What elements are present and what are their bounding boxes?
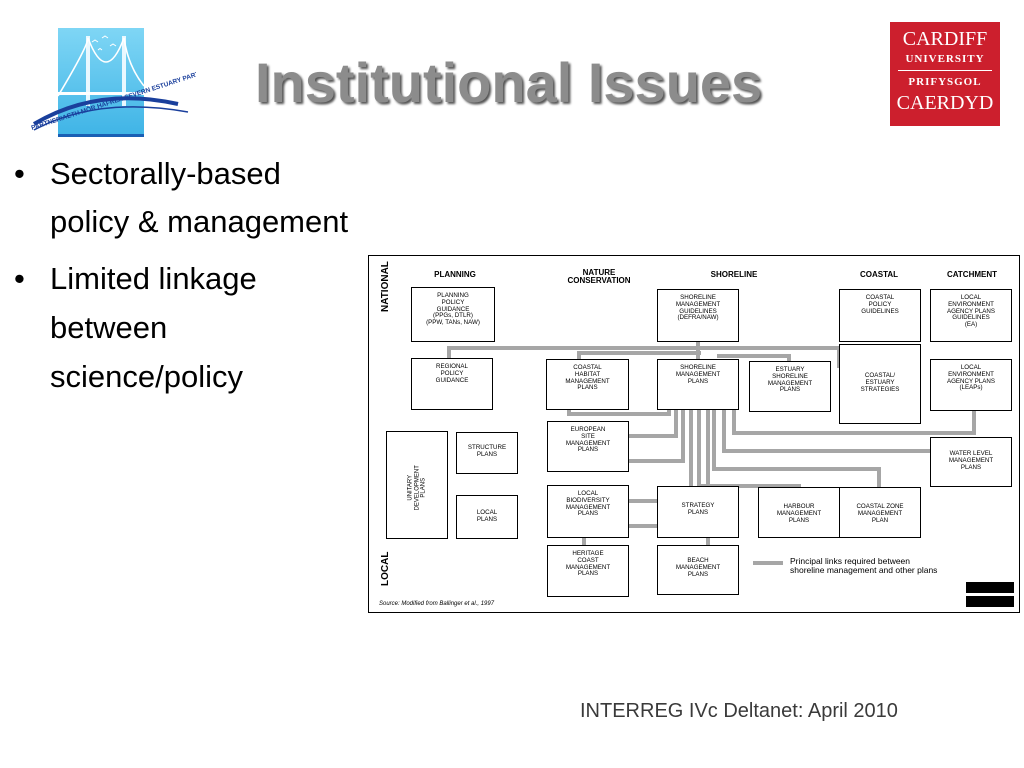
bullet-2-line-1: Limited linkage bbox=[50, 261, 257, 296]
logo-right-divider bbox=[898, 70, 992, 71]
box-regional-policy-guidance: REGIONAL POLICY GUIDANCE bbox=[411, 358, 493, 410]
box-shoreline-management-plans: SHORELINE MANAGEMENT PLANS bbox=[657, 359, 739, 410]
box-local-plans: LOCAL PLANS bbox=[456, 495, 518, 539]
side-label-national: NATIONAL bbox=[380, 261, 391, 312]
decorative-bar-top bbox=[966, 582, 1014, 593]
unitary-development-plans-label: UNITARY DEVELOPMENT PLANS bbox=[407, 465, 427, 511]
page-title: Institutional Issues bbox=[255, 51, 763, 114]
bullet-1-line-1: Sectorally-based bbox=[50, 156, 281, 191]
box-water-level-management-plans: WATER LEVEL MANAGEMENT PLANS bbox=[930, 437, 1012, 487]
institutional-diagram: PLANNING NATURE CONSERVATION SHORELINE C… bbox=[368, 255, 1020, 613]
bullet-1: • Sectorally-based policy & management bbox=[0, 156, 450, 239]
logo-right-line1: CARDIFF bbox=[902, 28, 988, 50]
box-european-site-management-plans: EUROPEAN SITE MANAGEMENT PLANS bbox=[547, 421, 629, 472]
severn-estuary-partnership-logo: PARTNERIAETH MÔR HAFREN SEVERN ESTUARY P… bbox=[28, 26, 228, 138]
box-coastal-estuary-strategies: COASTAL/ ESTUARY STRATEGIES bbox=[839, 344, 921, 424]
logo-right-line3: PRIFYSGOL bbox=[908, 76, 982, 88]
bullet-dot: • bbox=[14, 156, 25, 191]
bullet-2: • Limited linkage between science/policy bbox=[0, 261, 350, 401]
box-coastal-zone-management-plan: COASTAL ZONE MANAGEMENT PLAN bbox=[839, 487, 921, 538]
decorative-bar-bottom bbox=[966, 596, 1014, 607]
bullet-2-line-3: science/policy bbox=[50, 359, 243, 394]
box-beach-management-plans: BEACH MANAGEMENT PLANS bbox=[657, 545, 739, 595]
footer-text: INTERREG IVc Deltanet: April 2010 bbox=[580, 700, 898, 722]
box-coastal-habitat-management-plans: COASTAL HABITAT MANAGEMENT PLANS bbox=[546, 359, 629, 410]
box-local-environment-agency-plans-guidelines: LOCAL ENVIRONMENT AGENCY PLANS GUIDELINE… bbox=[930, 289, 1012, 342]
bullet-dot: • bbox=[14, 261, 25, 296]
logo-right-line2: UNIVERSITY bbox=[905, 53, 985, 65]
side-label-local: LOCAL bbox=[380, 551, 391, 586]
box-unitary-development-plans: UNITARY DEVELOPMENT PLANS bbox=[386, 431, 448, 539]
source-text: Source: Modified from Ballinger et al., … bbox=[379, 601, 495, 607]
box-structure-plans: STRUCTURE PLANS bbox=[456, 432, 518, 474]
box-shoreline-management-guidelines: SHORELINE MANAGEMENT GUIDELINES (DEFRA/N… bbox=[657, 289, 739, 342]
box-strategy-plans: STRATEGY PLANS bbox=[657, 486, 739, 538]
box-harbour-management-plans: HARBOUR MANAGEMENT PLANS bbox=[758, 487, 840, 538]
box-heritage-coast-management-plans: HERITAGE COAST MANAGEMENT PLANS bbox=[547, 545, 629, 597]
box-coastal-policy-guidelines: COASTAL POLICY GUIDELINES bbox=[839, 289, 921, 342]
bridge-logo-icon: PARTNERIAETH MÔR HAFREN SEVERN ESTUARY P… bbox=[30, 28, 228, 137]
box-estuary-shoreline-management-plans: ESTUARY SHORELINE MANAGEMENT PLANS bbox=[749, 361, 831, 412]
column-header-coastal: COASTAL bbox=[859, 270, 899, 279]
box-planning-policy-guidance: PLANNING POLICY GUIDANCE (PPGs, DTLR) (P… bbox=[411, 287, 495, 342]
bullet-1-line-2: policy & management bbox=[50, 204, 349, 239]
column-header-planning: PLANNING bbox=[434, 270, 476, 279]
box-leaps: LOCAL ENVIRONMENT AGENCY PLANS (LEAPs) bbox=[930, 359, 1012, 411]
legend-text: Principal links required between shoreli… bbox=[790, 556, 938, 575]
box-local-biodiversity-management-plans: LOCAL BIODIVERSITY MANAGEMENT PLANS bbox=[547, 485, 629, 538]
logo-right-line4: CAERDYD bbox=[896, 92, 994, 114]
column-header-nature-conservation: NATURE CONSERVATION bbox=[567, 268, 631, 285]
column-header-shoreline: SHORELINE bbox=[710, 270, 758, 279]
bullet-2-line-2: between bbox=[50, 310, 168, 345]
cardiff-university-logo: CARDIFF UNIVERSITY PRIFYSGOL CAERDYD bbox=[890, 22, 1000, 126]
column-header-catchment: CATCHMENT bbox=[946, 270, 998, 279]
